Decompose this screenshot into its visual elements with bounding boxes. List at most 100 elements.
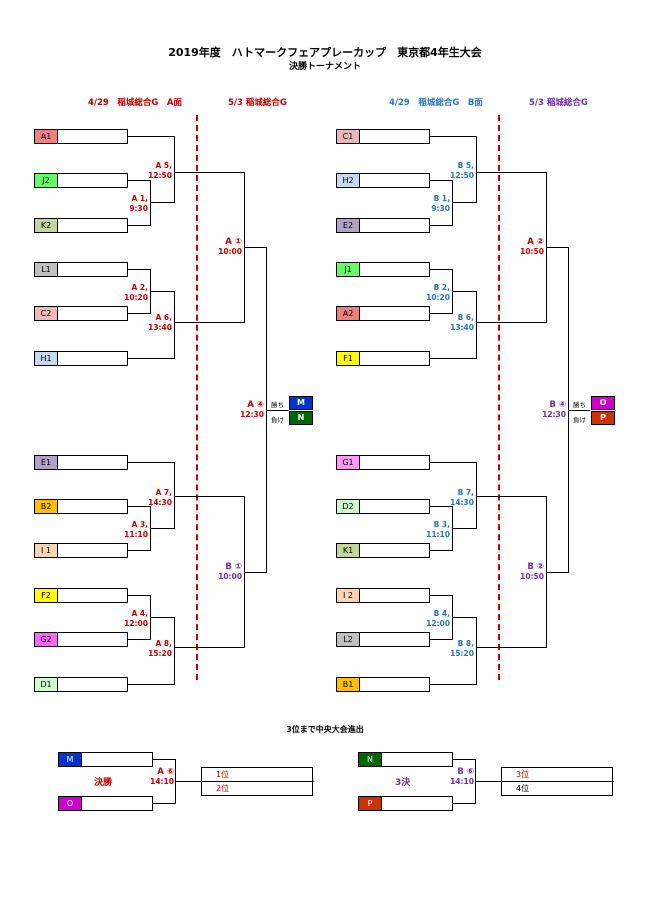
team-code: I 2 [337, 589, 360, 602]
match-label: A 7,14:30 [148, 488, 172, 507]
team-code: B2 [35, 500, 58, 513]
bracket-line [452, 180, 453, 226]
third-result-box: 3位 4位 [501, 767, 614, 796]
finals-note: 3位まで中央大会進出 [286, 725, 364, 734]
bracket-line [174, 462, 175, 529]
bracket-line [476, 617, 477, 685]
team-code: D1 [35, 678, 58, 691]
team-slot: A1 [34, 129, 128, 144]
team-code: G1 [337, 456, 360, 469]
team-slot: F1 [336, 351, 430, 366]
right-divider [498, 115, 500, 680]
team-slot: F2 [34, 588, 128, 603]
team-slot: D1 [34, 677, 128, 692]
team-slot: C1 [336, 129, 430, 144]
rank-fourth: 4位 [516, 784, 530, 793]
team-slot: K2 [34, 218, 128, 233]
bracket-line [452, 528, 476, 529]
team-slot: H1 [34, 351, 128, 366]
bracket-line [430, 595, 452, 596]
team-code: D2 [337, 500, 360, 513]
match-label: A 3,11:10 [124, 520, 148, 539]
match-label: A 2,10:20 [124, 283, 148, 302]
bracket-line [174, 322, 244, 323]
team-slot: G2 [34, 632, 128, 647]
bracket-line [430, 269, 452, 270]
team-code: F1 [337, 352, 360, 365]
match-label: B 8,15:20 [450, 639, 474, 658]
team-code: L2 [337, 633, 360, 646]
team-slot: D2 [336, 499, 430, 514]
match-label: B 7,14:30 [450, 488, 474, 507]
bracket-line [244, 572, 266, 573]
bracket-line [476, 462, 477, 529]
rank-third: 3位 [502, 768, 614, 782]
bracket-line [476, 322, 546, 323]
bracket-line [430, 358, 476, 359]
bracket-line [430, 462, 476, 463]
bracket-line [546, 572, 568, 573]
team-code: L1 [35, 263, 58, 276]
match-label: B 6,13:40 [450, 313, 474, 332]
team-code: C2 [35, 307, 58, 320]
bracket-line [174, 496, 244, 497]
final-label: 決勝 [94, 778, 113, 788]
page-title: 2019年度 ハトマークフェアプレーカップ 東京都4年生大会 [168, 46, 482, 59]
bracket-line [430, 506, 452, 507]
team-code: P [359, 797, 382, 810]
third-place-label: 3決 [395, 778, 411, 788]
bracket-line [452, 291, 476, 292]
bracket-line [174, 172, 244, 173]
left-divider [196, 115, 198, 680]
bracket-line [174, 291, 175, 359]
rank-first: 1位 [202, 768, 314, 782]
team-code: A2 [337, 307, 360, 320]
team-code: J2 [35, 174, 58, 187]
team-square-p: P [591, 411, 615, 425]
team-code: E2 [337, 219, 360, 232]
header-left-day1: 4/29 稲城総合G A面 [88, 98, 182, 108]
header-right-day1: 4/29 稲城総合G B面 [389, 98, 483, 108]
team-slot: A2 [336, 306, 430, 321]
team-slot: J1 [336, 262, 430, 277]
team-code: B1 [337, 678, 360, 691]
win-label: 勝ち [271, 401, 284, 409]
team-code: F2 [35, 589, 58, 602]
lose-label: 負け [271, 416, 284, 424]
team-slot: E2 [336, 218, 430, 233]
match-label: A 1,9:30 [129, 194, 148, 213]
team-code: J1 [337, 263, 360, 276]
bracket-line [476, 291, 477, 359]
team-slot: J2 [34, 173, 128, 188]
match-label: B 5,12:50 [450, 161, 474, 180]
bracket-line [150, 291, 174, 292]
team-slot: K1 [336, 543, 430, 558]
bracket-line [153, 759, 175, 760]
bracket-line [128, 269, 150, 270]
team-slot: H2 [336, 173, 430, 188]
bracket-line [174, 136, 175, 203]
bracket-line [430, 313, 452, 314]
team-code: H1 [35, 352, 58, 365]
bracket-line [175, 781, 201, 782]
bracket-line [150, 528, 174, 529]
bracket-line [452, 202, 476, 203]
bracket-line [546, 247, 568, 248]
bracket-line [153, 803, 175, 804]
team-square-o: O [591, 396, 615, 410]
team-code: N [359, 753, 382, 766]
match-label: B 3,11:10 [426, 520, 450, 539]
team-slot: C2 [34, 306, 128, 321]
bracket-line [128, 639, 150, 640]
team-code: M [59, 753, 82, 766]
bracket-line [128, 550, 150, 551]
bracket-line [475, 781, 501, 782]
match-label: B 4,12:00 [426, 609, 450, 628]
team-slot: G1 [336, 455, 430, 470]
team-slot: I 2 [336, 588, 430, 603]
match-label: B 1,9:30 [431, 194, 450, 213]
